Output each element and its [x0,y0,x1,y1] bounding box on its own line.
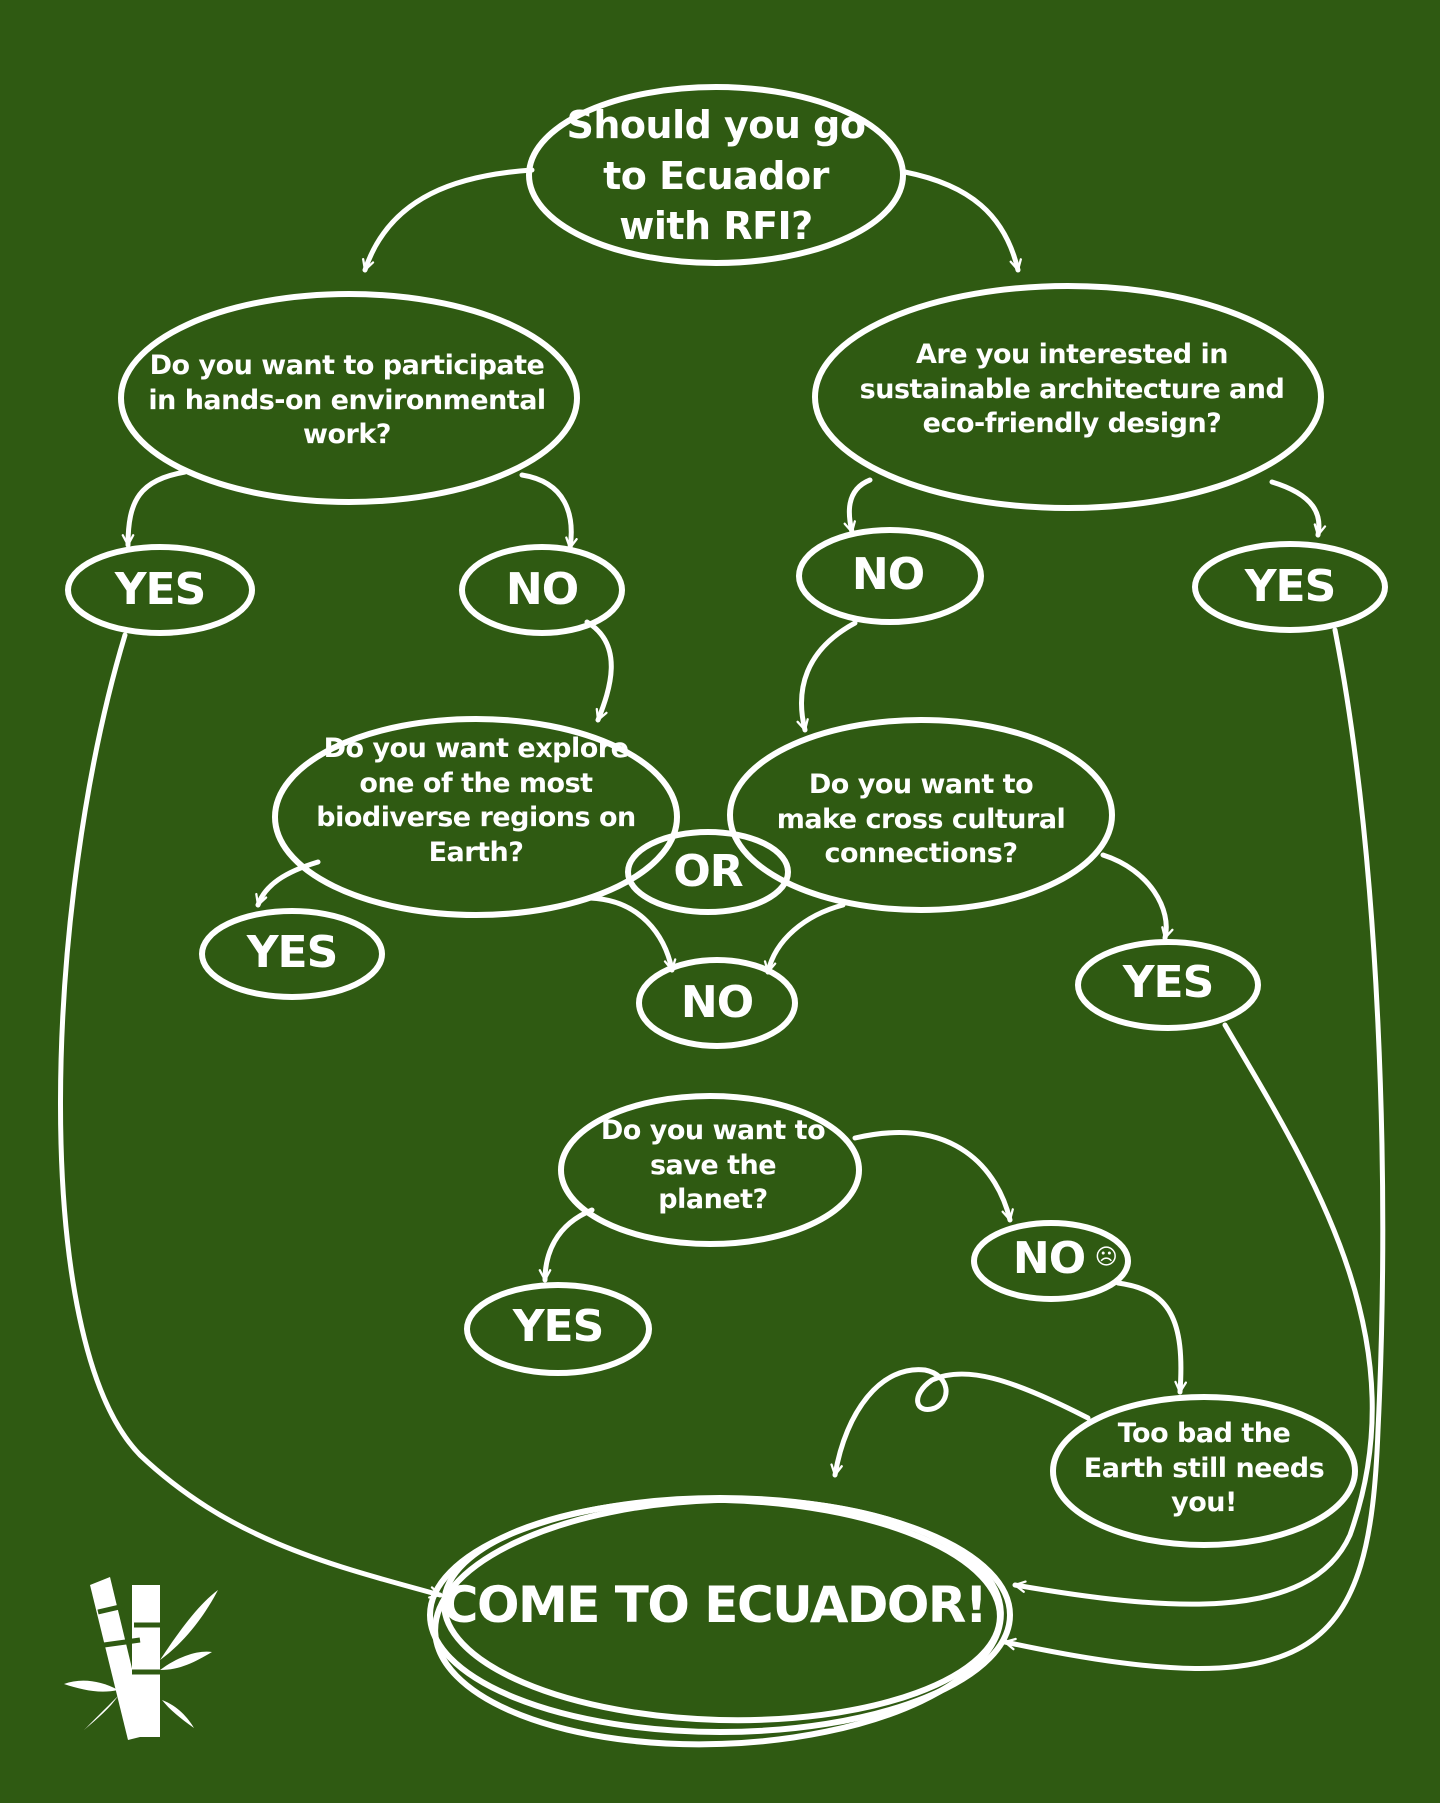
no-answer: NO [1012,1232,1086,1284]
no-answer: NO [851,548,925,600]
finale-shape-inner [441,1496,1003,1724]
arrow-architecture-to-yes [1269,479,1327,538]
yes-answer-shape [464,1282,652,1376]
arrow-save-planet-to-yes [538,1207,595,1283]
yes-answer: YES [114,563,207,615]
no-answer-shape [796,527,984,625]
arrow-cultural-to-yes [1100,852,1174,941]
hands-on-question: Do you want to participate in hands-on e… [148,350,546,451]
bamboo-stalk [132,1585,160,1737]
bamboo-leaf [160,1590,218,1660]
hands-on-question-shape [118,291,580,505]
no-answer-shape [636,957,798,1049]
no-answer-shape [459,544,625,636]
bamboo-leaf [162,1700,194,1728]
main-question: Should you go to Ecuador with RFI? [566,103,866,249]
cultural-question: Do you want to make cross cultural conne… [776,769,1066,870]
yes-answer: YES [246,926,339,978]
arrow-no-to-cultural [796,620,858,733]
arrow-yes-right-to-finale [1002,627,1386,1671]
arrow-hands-on-to-yes [121,469,188,548]
too-bad-message: Too bad the Earth still needs you! [1083,1418,1325,1519]
node-shapes [65,84,1388,1748]
arrow-no-to-too-bad [1115,1280,1187,1395]
arrow-biodiverse-to-no [587,895,677,973]
biodiverse-question-shape [272,716,680,918]
main-question-shape [526,84,906,266]
arrow-too-bad-loop-to-finale [830,1367,1091,1478]
yes-answer-shape [65,544,255,636]
arrow-main-to-architecture [902,169,1022,273]
bamboo-leaf [84,1696,118,1730]
yes-answer-shape [1075,939,1261,1031]
no-answer: NO [505,563,579,615]
or-shape [625,829,791,915]
sad-face-icon: ☹ [1094,1244,1118,1270]
arrow-main-to-hands-on [362,167,535,273]
finale-message: COME TO ECUADOR! [441,1576,988,1634]
cultural-question-shape [727,717,1115,913]
connectors [58,167,1386,1671]
bamboo-leaf [64,1680,118,1692]
architecture-question-shape [812,283,1324,511]
yes-answer: YES [512,1300,605,1352]
arrow-hands-on-to-no [519,472,578,551]
yes-answer: YES [1244,560,1337,612]
arrow-no-to-biodiverse [584,619,614,723]
biodiverse-question: Do you want explore one of the most biod… [316,732,636,868]
arrow-biodiverse-to-yes [255,859,321,908]
architecture-question: Are you interested in sustainable archit… [859,339,1285,440]
arrow-yes-left-to-finale [58,632,443,1599]
bamboo-leaf [160,1651,212,1670]
save-planet-question: Do you want to save the planet? [600,1115,826,1216]
no-answer: NO [680,976,754,1028]
save-planet-question-shape [558,1093,862,1247]
yes-answer-shape [1192,541,1388,633]
arrow-save-planet-to-no [852,1130,1014,1223]
arrow-yes-cultural-to-finale [1012,1022,1375,1607]
yes-answer: YES [1122,956,1215,1008]
yes-answer-shape [199,908,385,1000]
too-bad-shape [1050,1394,1358,1548]
arrow-cultural-to-no [763,902,846,975]
or-label: OR [673,845,743,897]
bamboo-icon [64,1577,218,1740]
bamboo-node [97,1603,162,1675]
arrow-architecture-to-no [843,477,873,535]
no-answer-shape [971,1220,1131,1302]
